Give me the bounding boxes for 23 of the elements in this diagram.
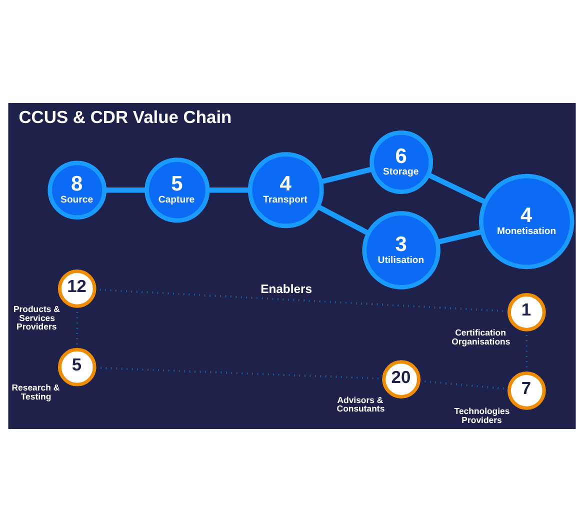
node-circle: 4 Monetisation bbox=[479, 173, 574, 269]
node-label: Products & Services Providers bbox=[13, 304, 60, 332]
node-circle: 12 bbox=[58, 268, 96, 308]
node-label: Technologies Providers bbox=[454, 406, 510, 424]
connector bbox=[427, 172, 486, 204]
connector bbox=[208, 187, 250, 192]
node-circle: 1 bbox=[507, 292, 546, 331]
node-circle: 4 Transport bbox=[248, 152, 324, 228]
edge-label: Enablers bbox=[260, 282, 312, 296]
node-circle: 5 bbox=[58, 347, 96, 386]
node-circle: 6 Storage bbox=[370, 130, 434, 194]
node-circle: 8 Source bbox=[48, 160, 107, 220]
node-circle: 7 bbox=[507, 370, 546, 410]
connector bbox=[437, 228, 483, 244]
node-circle: 20 bbox=[382, 360, 420, 398]
connector bbox=[104, 187, 147, 192]
node-circle: 5 Capture bbox=[144, 157, 210, 222]
node-circle: 3 Utilisation bbox=[362, 210, 440, 289]
node-label: Research & Testing bbox=[12, 382, 60, 401]
connector bbox=[316, 204, 370, 236]
connector bbox=[320, 166, 374, 184]
diagram-title: CCUS & CDR Value Chain bbox=[18, 106, 232, 127]
node-label: Advisors & Consutants bbox=[336, 394, 385, 414]
